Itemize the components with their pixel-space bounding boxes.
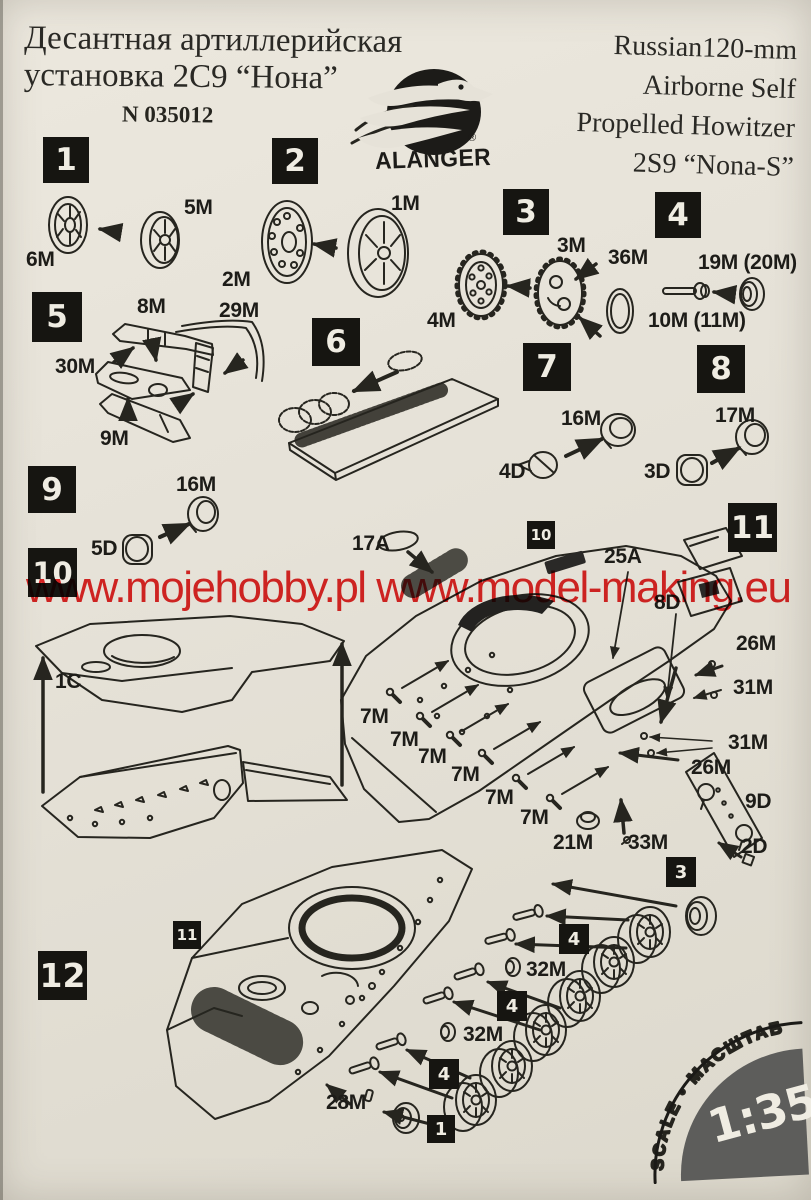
step-box-11: 11 (728, 503, 777, 552)
part-label-21m: 21M (553, 831, 593, 854)
step7-parts-drawing (517, 413, 636, 479)
step-box-9: 9 (28, 466, 76, 513)
part-label-19m-20m: 19M (20M) (698, 251, 797, 274)
part-label-31m-2: 31M (728, 731, 768, 754)
title-russian-line2: установка 2С9 “Нона” (23, 57, 338, 97)
step10-bolts-7m-drawing (384, 660, 610, 810)
part-label-4d: 4D (499, 460, 526, 483)
step10-hull-tub-drawing (41, 745, 348, 839)
part-label-25a: 25A (604, 545, 642, 568)
kit-number: N 035012 (121, 101, 214, 128)
step10-roof-drawing (33, 615, 352, 794)
part-label-26m-1: 26M (736, 632, 776, 655)
step3-idler-drawing (454, 249, 634, 341)
step-ref-box-4c: 4 (429, 1059, 459, 1089)
scale-stamp: SCALE • МАСШТАБ 1:35 (639, 1016, 811, 1185)
part-label-7m-5: 7M (485, 786, 514, 809)
step-ref-box-4b: 4 (497, 991, 527, 1021)
part-label-9d: 9D (745, 790, 772, 813)
step9-parts-drawing (122, 496, 219, 565)
part-label-3d: 3D (644, 460, 671, 483)
part-label-28m: 28M (326, 1091, 366, 1114)
part-label-9m: 9M (100, 427, 129, 450)
step1-wheels-drawing (48, 196, 180, 269)
part-label-2m: 2M (222, 268, 251, 291)
step-box-3: 3 (503, 189, 549, 235)
part-label-5d: 5D (91, 537, 118, 560)
title-russian-line1: Десантная артиллерийская (24, 20, 403, 60)
step-box-4: 4 (655, 192, 701, 238)
step-ref-box-10: 10 (527, 521, 555, 549)
step-ref-box-1: 1 (427, 1115, 455, 1143)
step-box-8: 8 (697, 345, 745, 393)
step-box-12: 12 (38, 951, 87, 1000)
step6-track-jig-drawing (278, 350, 499, 481)
step10-side-parts-drawing (377, 527, 763, 867)
part-label-6m: 6M (26, 248, 55, 271)
step-box-2: 2 (272, 138, 318, 184)
part-label-7m-2: 7M (390, 728, 419, 751)
part-label-33m: 33M (628, 831, 668, 854)
step-ref-box-4a: 4 (559, 924, 589, 954)
part-label-31m-1: 31M (733, 676, 773, 699)
part-label-7m-1: 7M (360, 705, 389, 728)
part-label-17m: 17M (715, 404, 755, 427)
step5-fenders-drawing (95, 319, 265, 443)
part-label-3m: 3M (557, 234, 586, 257)
part-label-7m-4: 7M (451, 763, 480, 786)
step2-wheels-drawing (261, 200, 409, 298)
step-ref-box-3: 3 (666, 857, 696, 887)
title-english-line3: Propelled Howitzer (575, 106, 795, 145)
part-label-7m-6: 7M (520, 806, 549, 829)
part-label-26m-2: 26M (691, 756, 731, 779)
part-label-2d: 2D (741, 835, 768, 858)
brand-name: ALANGER (374, 143, 492, 176)
part-label-4m: 4M (427, 309, 456, 332)
part-label-32m-1: 32M (526, 958, 566, 981)
part-label-5m: 5M (184, 196, 213, 219)
title-english-line4: 2S9 “Nona-S” (631, 147, 794, 184)
part-label-17a: 17A (352, 532, 390, 555)
step-box-5: 5 (32, 292, 82, 342)
part-label-8d: 8D (654, 591, 681, 614)
step-box-7: 7 (523, 343, 571, 391)
part-label-16m-step7: 16M (561, 407, 601, 430)
part-label-32m-2: 32M (463, 1023, 503, 1046)
part-label-8m: 8M (137, 295, 166, 318)
part-label-36m: 36M (608, 246, 648, 269)
part-label-7m-3: 7M (418, 745, 447, 768)
step8-parts-drawing (676, 419, 769, 486)
part-label-10m-11m: 10M (11M) (648, 309, 746, 332)
step-ref-box-11: 11 (173, 921, 201, 949)
step-box-6: 6 (312, 318, 360, 366)
step12-hull-drawing (166, 849, 473, 1120)
alanger-eagle-logo (350, 69, 493, 155)
title-english-line1: Russian120-mm (612, 29, 798, 67)
title-english: Russian120-mm Airborne Self Propelled Ho… (574, 25, 797, 187)
part-label-1m: 1M (391, 192, 420, 215)
title-english-line2: Airborne Self (641, 69, 796, 106)
step4-pin-drawing (662, 277, 765, 311)
step-box-1: 1 (43, 137, 89, 183)
step-box-10: 10 (28, 548, 77, 597)
part-label-1c: 1C (55, 670, 82, 693)
title-russian: Десантная артиллерийская установка 2С9 “… (24, 20, 403, 98)
registered-trademark-symbol: ® (468, 132, 477, 144)
part-label-16m-step9: 16M (176, 473, 216, 496)
part-label-30m: 30M (55, 355, 95, 378)
part-label-29m: 29M (219, 299, 259, 322)
step10-chassis-deck-drawing (340, 545, 732, 823)
